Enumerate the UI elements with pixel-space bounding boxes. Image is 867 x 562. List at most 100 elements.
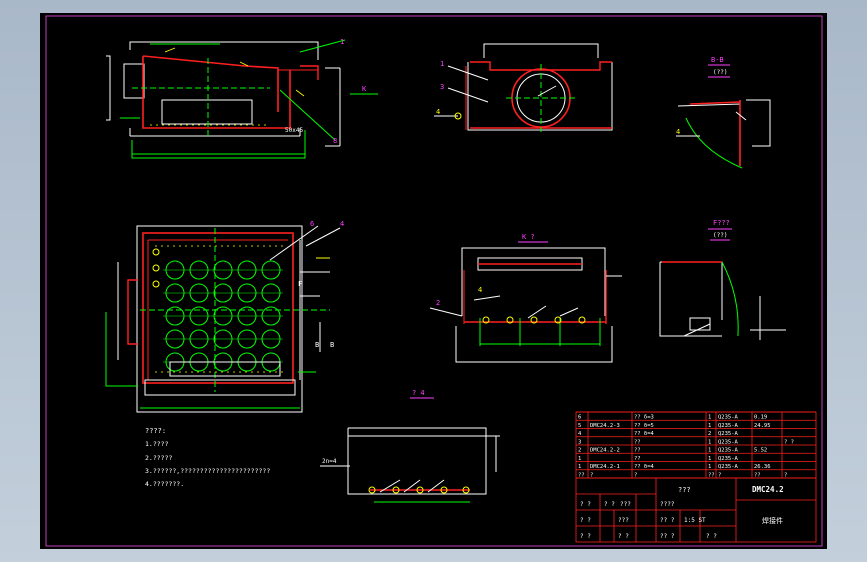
bom-cell-no: ??	[578, 472, 585, 478]
detail-4-title: ? 4	[412, 389, 425, 397]
top-callout-6: 6	[310, 220, 314, 228]
bom-cell-qty: 1	[708, 448, 711, 454]
note-line-4: 4.???????.	[145, 480, 184, 488]
tb-r1c1: ? ?	[580, 501, 591, 508]
bom-cell-no: 1	[578, 456, 581, 462]
note-line-2: 2.?????	[145, 454, 172, 462]
f-view-title: F???	[713, 219, 730, 227]
tb-r2c3: ?? ?	[660, 517, 675, 524]
cad-drawing: 1 8 50x45 K 1 3 4 B-B (??) 4	[45, 15, 823, 547]
tb-r3c3: ?? ?	[660, 533, 675, 540]
f-view-scale: (??)	[713, 232, 727, 239]
bom-cell-remark: ? ?	[784, 439, 794, 445]
bom-cell-material: Q235-A	[718, 423, 739, 429]
bom-cell-no: 4	[578, 431, 582, 437]
side-view	[434, 43, 613, 132]
part-name: 焊接件	[762, 516, 783, 525]
tb-r1c3: ???	[620, 501, 631, 508]
tb-r2c1: ? ?	[580, 517, 591, 524]
bom-cell-qty: 1	[708, 464, 711, 470]
bom-cell-name: ?? δ=3	[634, 415, 654, 421]
bom-cell-name: ??	[634, 439, 641, 445]
detail-4	[320, 397, 500, 503]
bom-cell-code: DMC24.2-1	[590, 464, 620, 470]
bom-cell-qty: 1	[708, 415, 711, 421]
bom-cell-material: Q235-A	[718, 439, 739, 445]
front-callout-1: 1	[340, 38, 344, 46]
bom-cell-code: DMC24.2-2	[590, 448, 620, 454]
bom-cell-weight: 26.36	[754, 464, 771, 470]
side-hole	[152, 264, 160, 272]
detail-4-note: 2n=4	[322, 458, 337, 465]
bom-cell-name: ?? δ=4	[634, 464, 655, 470]
scale-label: ????	[660, 501, 675, 508]
title-block	[575, 477, 817, 543]
bom-cell-name: ??	[634, 448, 641, 454]
bom-cell-no: 1	[578, 464, 581, 470]
bom-cell-no: 5	[578, 423, 581, 429]
bom-cell-remark: ?	[784, 472, 787, 478]
k-view-callout: 2	[436, 299, 440, 307]
bom-cell-code: DMC24.2-3	[590, 423, 620, 429]
side-callout-4: 4	[436, 108, 440, 116]
section-bb-callout: 4	[676, 128, 680, 136]
bom-cell-weight: 5.52	[754, 448, 767, 454]
bom-cell-no: 3	[578, 439, 581, 445]
bom-cell-material: Q235-A	[718, 431, 739, 437]
bom-cell-qty: 1	[708, 439, 711, 445]
bom-cell-weight: 24.95	[754, 423, 771, 429]
bom-cell-weight: 0.19	[754, 415, 767, 421]
tb-r3c2: ? ?	[618, 533, 629, 540]
section-bb-scale: (??)	[713, 69, 727, 76]
bom-cell-material: Q235-A	[718, 456, 739, 462]
drawing-frame	[45, 15, 823, 547]
drawing-sheet: 1 8 50x45 K 1 3 4 B-B (??) 4	[40, 13, 827, 549]
side-callout-1: 1	[440, 60, 444, 68]
bom-cell-no: 6	[578, 415, 581, 421]
bom-cell-code: ?	[590, 472, 593, 478]
f-view	[659, 228, 786, 340]
top-section-letter-right: B	[330, 341, 334, 349]
bom-cell-name: ?	[634, 472, 637, 478]
bom-cell-qty: 1	[708, 423, 711, 429]
bom-cell-name: ??	[634, 456, 641, 462]
drawing-number: DMC24.2	[752, 485, 784, 494]
front-dimension-text: 50x45	[285, 127, 303, 134]
top-callout-4: 4	[340, 220, 344, 228]
k-view	[429, 241, 622, 363]
bom-cell-name: ?? δ=5	[634, 423, 654, 429]
note-line-3: 3.??????,???????????????????????	[145, 467, 270, 475]
note-line-1: 1.????	[145, 440, 169, 448]
tb-r3c1: ? ?	[580, 533, 591, 540]
section-bb	[676, 64, 771, 169]
side-hole	[152, 248, 160, 256]
top-section-letter-left: B	[315, 341, 319, 349]
bom-cell-material: Q235-A	[718, 415, 739, 421]
scale-value: 1:5 ST	[684, 517, 706, 524]
sheet-total: ? ?	[706, 533, 717, 540]
title-cell: ???	[678, 486, 691, 494]
side-hole	[152, 280, 160, 288]
bom-cell-qty: 2	[708, 431, 711, 437]
k-view-weld-callout: 4	[478, 286, 482, 294]
notes-heading: ????:	[145, 427, 166, 435]
tb-r1c2: ? ?	[604, 501, 615, 508]
bom-cell-material: Q235-A	[718, 464, 739, 470]
bom-cell-name: ?? δ=4	[634, 431, 655, 437]
bom-cell-weight: ??	[754, 472, 761, 478]
k-view-title: K ?	[522, 233, 535, 241]
tb-r2c2: ???	[618, 517, 629, 524]
front-callout-8: 8	[333, 137, 337, 145]
bom-cell-material: ?	[718, 472, 721, 478]
section-bb-title: B-B	[711, 56, 724, 64]
bom-cell-material: Q235-A	[718, 448, 739, 454]
front-view	[106, 39, 378, 159]
bom-cell-no: 2	[578, 448, 581, 454]
technical-notes: ????: 1.???? 2.????? 3.??????,??????????…	[145, 427, 270, 488]
top-view	[105, 225, 341, 413]
view-marker-k: K	[362, 85, 367, 93]
bom-cell-qty: ??	[708, 472, 715, 478]
top-view-letter: F	[298, 280, 302, 288]
side-callout-3: 3	[440, 83, 444, 91]
